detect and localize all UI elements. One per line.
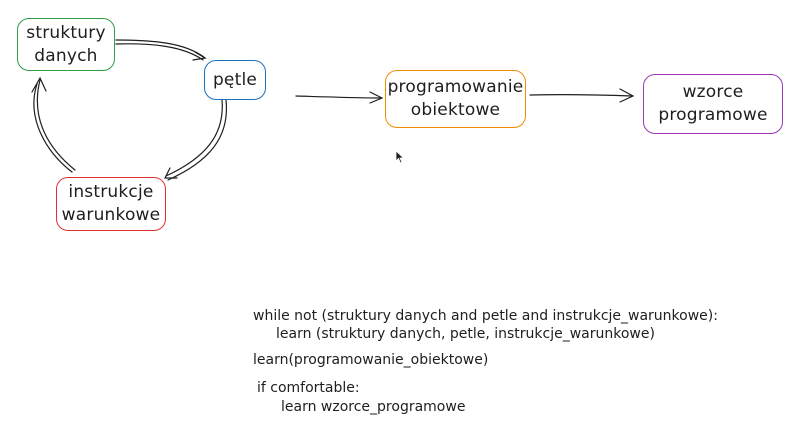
code-line-learn-oop: learn(programowanie_obiektowe) (253, 352, 489, 368)
node-programowanie-obiektowe-label: programowanie obiektowe (387, 77, 524, 120)
node-instrukcje-warunkowe[interactable]: instrukcje warunkowe (56, 177, 166, 231)
arrow-petle-to-instrukcje (165, 99, 223, 177)
node-struktury-danych[interactable]: struktury danych (17, 18, 115, 71)
node-wzorce-programowe-label: wzorce programowe (658, 82, 768, 125)
node-petle-label: pętle (212, 69, 258, 90)
mouse-pointer-icon (395, 149, 405, 168)
arrow-programowanie-to-wzorce (529, 93, 633, 97)
code-line-learn-patterns: learn wzorce_programowe (281, 399, 466, 415)
node-petle[interactable]: pętle (204, 60, 266, 100)
arrow-struktury-to-petle (115, 39, 206, 59)
node-programowanie-obiektowe[interactable]: programowanie obiektowe (385, 70, 526, 128)
arrow-instrukcje-to-struktury (36, 79, 76, 171)
arrow-petle-to-programowanie (295, 95, 381, 99)
node-wzorce-programowe[interactable]: wzorce programowe (643, 74, 783, 134)
code-line-learn-basics: learn (struktury danych, petle, instrukc… (276, 326, 655, 342)
code-line-while: while not (struktury danych and petle an… (253, 308, 718, 324)
code-line-if: if comfortable: (257, 380, 360, 396)
node-instrukcje-warunkowe-label: instrukcje warunkowe (61, 182, 161, 225)
node-struktury-danych-label: struktury danych (26, 22, 106, 66)
